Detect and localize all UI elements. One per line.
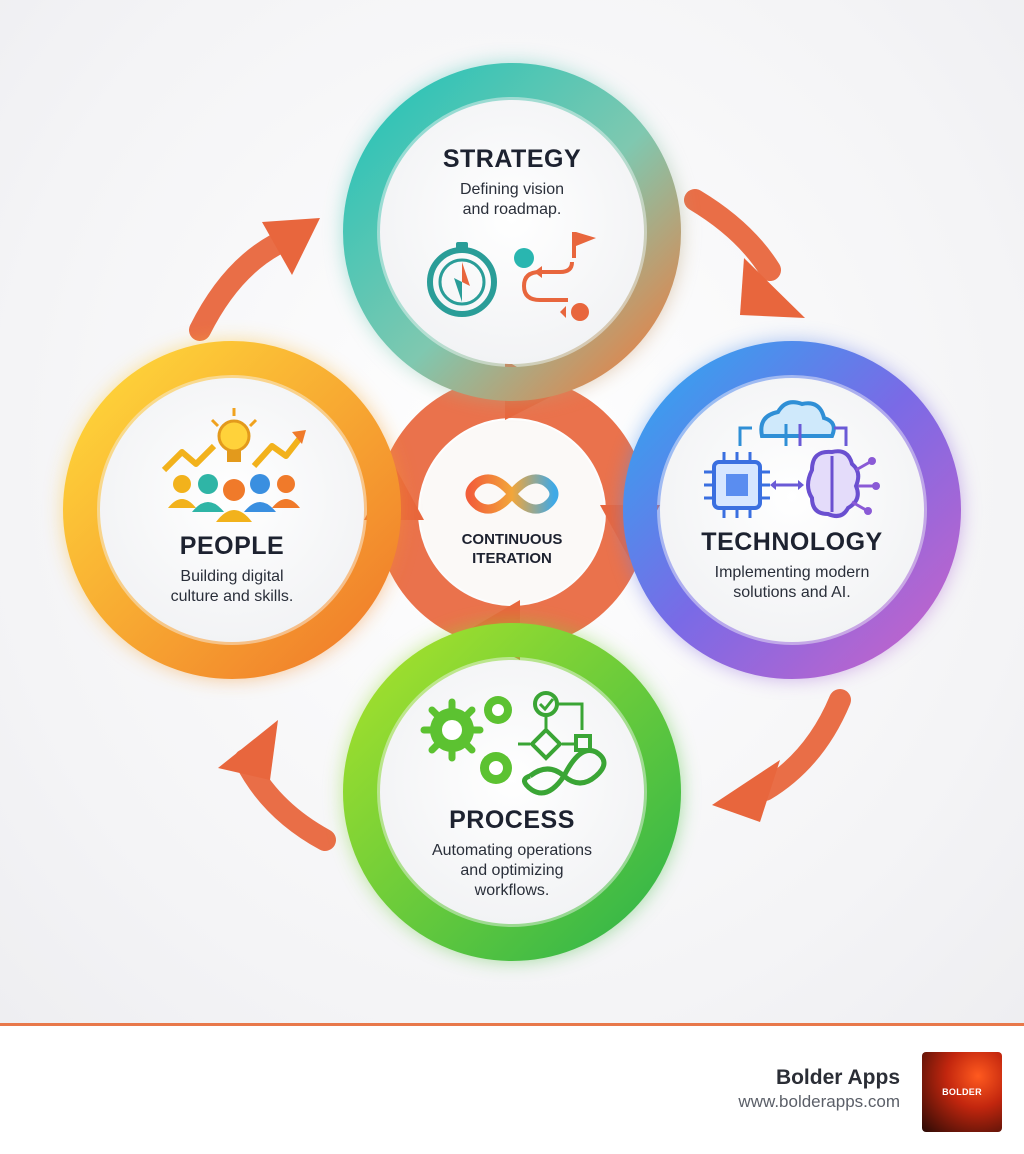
chip-icon — [704, 452, 770, 518]
brand-url[interactable]: www.bolderapps.com — [738, 1092, 900, 1111]
ai-brain-icon — [806, 449, 880, 518]
cloud-icon — [738, 400, 848, 446]
process-node — [343, 623, 681, 961]
growth-arrow-icon — [161, 436, 303, 473]
outer-arrowheads — [218, 218, 805, 822]
center-label-line2: ITERATION — [472, 550, 552, 567]
footer-divider — [0, 1023, 1024, 1026]
cycle-icon — [522, 748, 607, 796]
arrowhead-bottom-right — [712, 760, 780, 822]
technology-title: TECHNOLOGY — [701, 528, 883, 556]
technology-text: TECHNOLOGY Implementing modern solutions… — [668, 528, 916, 603]
logo-text: BOLDER — [942, 1087, 982, 1097]
people-description: Building digital culture and skills. — [170, 568, 294, 605]
infinity-icon — [465, 474, 559, 514]
arrow-people-to-strategy — [189, 234, 286, 341]
route-flag-icon — [514, 232, 596, 321]
process-text: PROCESS Automating operations and optimi… — [392, 806, 632, 901]
center-label: CONTINUOUS ITERATION — [432, 530, 592, 568]
arrowhead-top-left — [262, 218, 320, 275]
gears-icon — [420, 696, 512, 784]
compass-icon — [427, 242, 497, 317]
bolder-logo: BOLDER — [922, 1052, 1002, 1132]
people-title: PEOPLE — [179, 532, 285, 560]
process-description: Automating operations and optimizing wor… — [431, 842, 593, 899]
arrowhead-bottom-left — [218, 720, 278, 780]
footer — [0, 1026, 1024, 1154]
strategy-title: STRATEGY — [442, 145, 582, 173]
technology-description: Implementing modern solutions and AI. — [714, 564, 870, 601]
technology-node — [623, 341, 961, 679]
lightbulb-icon — [210, 408, 258, 462]
team-icon — [168, 474, 300, 522]
arrow-strategy-to-technology — [684, 189, 781, 281]
arrow-technology-to-process — [754, 689, 851, 801]
cycle-diagram — [63, 63, 961, 961]
outer-arrows — [189, 189, 851, 851]
arrowhead-top-right — [740, 258, 805, 318]
process-title: PROCESS — [449, 806, 575, 834]
strategy-description: Defining vision and roadmap. — [459, 181, 565, 218]
center-ring — [364, 360, 660, 660]
strategy-node — [343, 63, 681, 401]
brand-name: Bolder Apps — [775, 1066, 900, 1089]
strategy-text: STRATEGY Defining vision and roadmap. — [392, 145, 632, 220]
people-node — [63, 341, 401, 679]
people-text: PEOPLE Building digital culture and skil… — [112, 532, 352, 607]
center-label-line1: CONTINUOUS — [461, 531, 563, 548]
